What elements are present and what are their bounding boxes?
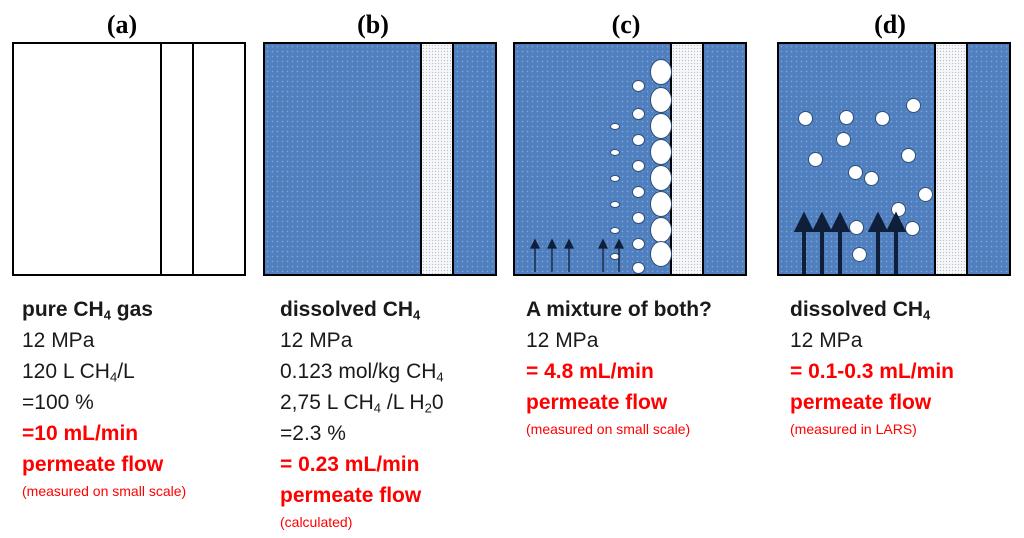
- caption-result: = 0.1-0.3 mL/min: [790, 360, 954, 383]
- flow-arrows-thin: [529, 238, 625, 272]
- caption-result: = 4.8 mL/min: [526, 360, 654, 383]
- gas-bubble: [807, 151, 823, 167]
- gas-bubble: [863, 170, 879, 186]
- gas-bubble: [851, 246, 867, 262]
- caption-percent: =2.3 %: [280, 422, 346, 445]
- gas-bubble: [631, 238, 645, 250]
- gas-bubble: [904, 220, 920, 236]
- caption-note: (calculated): [280, 514, 353, 530]
- panel-d-vessel: [777, 42, 1011, 276]
- panel-a-vessel: [12, 42, 246, 276]
- caption-molality: 0.123 mol/kg CH4: [280, 360, 444, 385]
- caption-note: (measured in LARS): [790, 421, 917, 437]
- gas-bubble: [650, 191, 672, 217]
- panel-b-vessel: [263, 42, 497, 276]
- membrane: [934, 44, 968, 274]
- gas-bubble: [838, 109, 854, 125]
- gas-bubble: [650, 87, 672, 113]
- gas-bubble: [610, 200, 620, 208]
- caption-title: dissolved CH4: [790, 298, 931, 323]
- caption-result: = 0.23 mL/min: [280, 453, 420, 476]
- gas-bubble: [631, 186, 645, 198]
- caption-result-label: permeate flow: [22, 453, 164, 476]
- caption-result-label: permeate flow: [280, 484, 422, 507]
- membrane: [670, 44, 704, 274]
- caption-a: pure CH4 gas 12 MPa 120 L CH4/L =100 % =…: [22, 294, 272, 502]
- gas-bubble: [650, 241, 672, 267]
- caption-result-label: permeate flow: [526, 391, 668, 414]
- gas-bubble: [610, 174, 620, 182]
- gas-bubble: [631, 108, 645, 120]
- membrane: [160, 44, 194, 274]
- caption-concentration: 120 L CH4/L: [22, 360, 135, 385]
- caption-pressure: 12 MPa: [280, 329, 353, 352]
- caption-note: (measured on small scale): [22, 483, 187, 499]
- gas-bubble: [631, 134, 645, 146]
- panel-label-d: (d): [874, 10, 906, 39]
- panel-label-b: (b): [357, 10, 389, 39]
- caption-b: dissolved CH4 12 MPa 0.123 mol/kg CH4 2,…: [280, 294, 530, 533]
- gas-bubble: [900, 147, 916, 163]
- caption-pressure: 12 MPa: [22, 329, 95, 352]
- caption-result: =10 mL/min: [22, 422, 139, 445]
- gas-bubble: [917, 186, 933, 202]
- caption-volume-ratio: 2,75 L CH4 /L H20: [280, 391, 444, 416]
- caption-title: dissolved CH4: [280, 298, 421, 323]
- gas-bubble: [650, 139, 672, 165]
- caption-pressure: 12 MPa: [790, 329, 863, 352]
- caption-pressure: 12 MPa: [526, 329, 599, 352]
- gas-bubble: [650, 59, 672, 85]
- gas-bubble: [835, 131, 851, 147]
- gas-bubble: [610, 226, 620, 234]
- membrane: [420, 44, 454, 274]
- gas-bubble: [905, 97, 921, 113]
- flow-arrows-thick: [793, 211, 907, 274]
- gas-bubble: [650, 113, 672, 139]
- gas-bubble: [631, 160, 645, 172]
- caption-percent: =100 %: [22, 391, 94, 414]
- gas-bubble: [797, 110, 813, 126]
- panel-c-vessel: [513, 42, 747, 276]
- caption-note: (measured on small scale): [526, 421, 691, 437]
- gas-bubble: [631, 80, 645, 92]
- gas-bubble: [874, 110, 890, 126]
- gas-bubble: [848, 219, 864, 235]
- gas-bubble: [631, 262, 645, 274]
- gas-bubble: [610, 148, 620, 156]
- panel-label-a: (a): [106, 10, 138, 39]
- gas-bubble: [650, 165, 672, 191]
- caption-title: A mixture of both?: [526, 298, 712, 321]
- caption-c: A mixture of both? 12 MPa = 4.8 mL/min p…: [526, 294, 776, 440]
- caption-title: pure CH4 gas: [22, 298, 153, 323]
- gas-bubble: [631, 212, 645, 224]
- caption-result-label: permeate flow: [790, 391, 932, 414]
- gas-bubble: [847, 164, 863, 180]
- caption-d: dissolved CH4 12 MPa = 0.1-0.3 mL/min pe…: [790, 294, 1024, 440]
- gas-bubble: [610, 122, 620, 130]
- panel-label-c: (c): [611, 10, 641, 39]
